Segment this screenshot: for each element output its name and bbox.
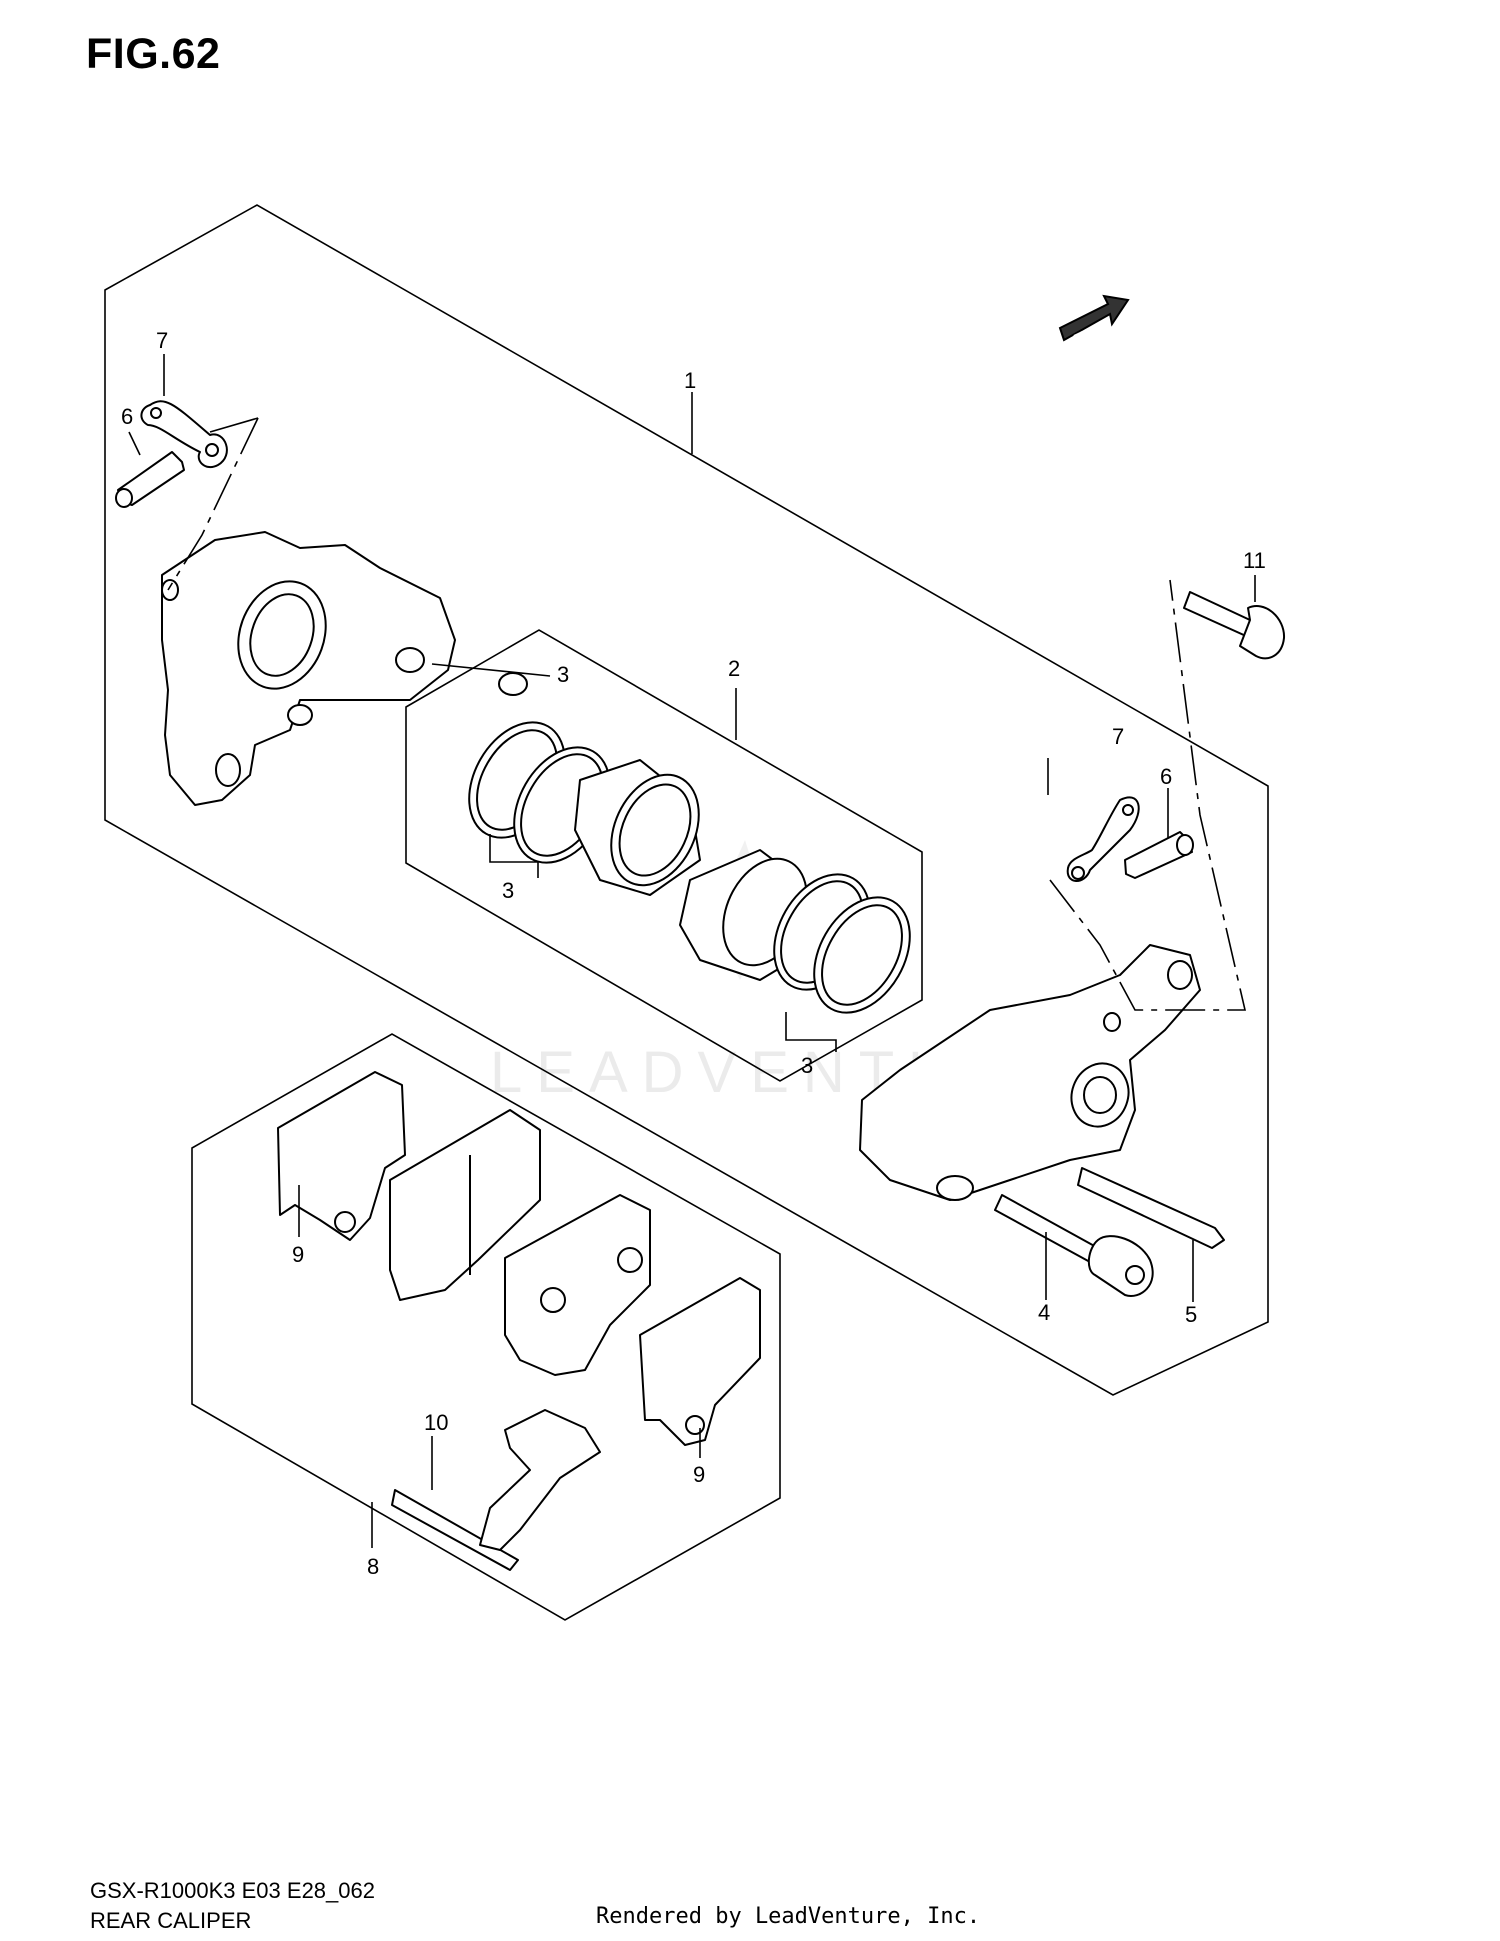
pad-set-outline [191,1033,781,1621]
callout-11: 11 [1243,548,1266,573]
render-credit: Rendered by LeadVenture, Inc. [596,1904,981,1929]
bleeder-cap-left [140,400,228,469]
caliper-left-half [161,531,456,806]
callout-9-left: 9 [292,1242,304,1267]
caliper-bolt [1183,591,1286,660]
callout-3-seal-left: 3 [502,878,514,903]
callout-5: 5 [1185,1302,1197,1327]
pad-shim-right [639,1277,761,1446]
caliper-assembly-outline [104,204,1269,1396]
callout-4: 4 [1038,1300,1050,1325]
callout-2: 2 [728,656,740,681]
pad-shim-left [277,1071,406,1241]
bleeder-valve-left [115,451,185,508]
pad-spring [391,1409,601,1571]
pad-pin [1077,1167,1225,1249]
bleeder-cap-right [1066,796,1140,882]
brake-pad-left [389,1109,541,1301]
diagram-description: REAR CALIPER [90,1908,252,1933]
caliper-right-half [859,944,1201,1201]
callout-9-right: 9 [693,1462,705,1487]
piston-seal-right [813,896,911,1014]
callout-10: 10 [424,1410,448,1435]
bleeder-valve-right [1124,831,1194,879]
brake-pad-right [504,1194,651,1376]
o-ring [498,672,528,696]
fwd-arrow-icon: FWD [1058,294,1130,347]
leader-right-bleeder [1049,579,1247,1011]
piston-left [574,759,701,896]
callout-6-right: 6 [1160,764,1172,789]
callout-7-left: 7 [156,328,168,353]
callout-3-seal-right: 3 [801,1053,813,1078]
callout-8: 8 [367,1554,379,1579]
diagram-code: GSX-R1000K3 E03 E28_062 [90,1878,375,1903]
seal-kit-outline [405,629,923,1082]
leader-left-bleeder [167,417,259,591]
callout-6-left: 6 [121,404,133,429]
callout-7-right: 7 [1112,724,1124,749]
callout-1: 1 [684,368,696,393]
mounting-bolt [994,1194,1154,1297]
figure-title: FIG.62 [86,30,221,78]
callout-3-oring: 3 [557,662,569,687]
